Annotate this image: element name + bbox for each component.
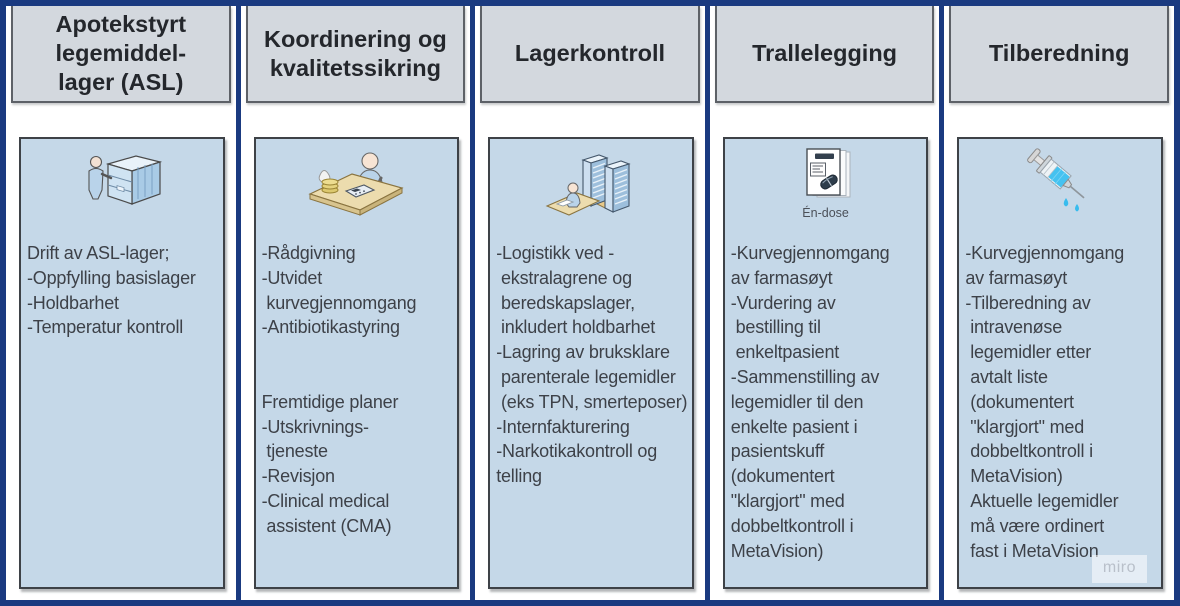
lane-body-text: -Logistikk ved - ekstralagrene og bereds…: [496, 243, 688, 487]
person-desk-server-towers-icon: [541, 148, 641, 229]
lane-trallelegging: Trallelegging: [710, 6, 940, 600]
lane-tilberedning: Tilberedning: [944, 6, 1174, 600]
content-box-koordinering: -Rådgivning -Utvidet kurvegjennomgang -A…: [253, 137, 460, 589]
lane-header-asl: Apotekstyrt legemiddel- lager (ASL): [11, 6, 231, 103]
lane-header-koordinering: Koordinering og kvalitetssikring: [245, 6, 466, 103]
icon-area: [256, 139, 458, 241]
lane-divider: [470, 6, 476, 600]
lane-koordinering: Koordinering og kvalitetssikring: [241, 6, 471, 600]
content-box-lagerkontroll: -Logistikk ved - ekstralagrene og bereds…: [488, 137, 694, 589]
lane-divider: [235, 6, 241, 600]
person-at-desk-calculator-icon: [306, 148, 406, 225]
lane-lagerkontroll: Lagerkontroll: [475, 6, 705, 600]
icon-area: [959, 139, 1161, 241]
syringe-icon: [1022, 148, 1098, 219]
icon-area: Én-dose: [725, 139, 927, 241]
single-dose-package-icon: [794, 148, 858, 205]
lane-header-trallelegging: Trallelegging: [714, 6, 935, 103]
person-medicine-cabinet-icon: [80, 148, 164, 217]
lane-header-lagerkontroll: Lagerkontroll: [480, 6, 700, 103]
lane-body-text: -Rådgivning -Utvidet kurvegjennomgang -A…: [261, 243, 417, 536]
lane-body-text: Drift av ASL-lager; -Oppfylling basislag…: [27, 243, 196, 338]
lane-body-text: -Kurvegjennomgang av farmasøyt -Tilbered…: [965, 243, 1125, 561]
content-box-asl: Drift av ASL-lager; -Oppfylling basislag…: [19, 137, 225, 589]
content-box-trallelegging: Én-dose -Kurvegjennomgang av farmasøyt -…: [722, 137, 929, 589]
lane-header-tilberedning: Tilberedning: [949, 6, 1169, 103]
miro-watermark: miro: [1091, 555, 1147, 583]
icon-area: [490, 139, 692, 241]
icon-caption: Én-dose: [802, 206, 849, 220]
lane-asl: Apotekstyrt legemiddel- lager (ASL): [6, 6, 236, 600]
lane-divider: [704, 6, 710, 600]
content-box-tilberedning: -Kurvegjennomgang av farmasøyt -Tilbered…: [957, 137, 1163, 589]
lane-divider: [939, 6, 945, 600]
icon-area: [21, 139, 223, 241]
lane-body-text: -Kurvegjennomgang av farmasøyt -Vurderin…: [730, 243, 890, 561]
